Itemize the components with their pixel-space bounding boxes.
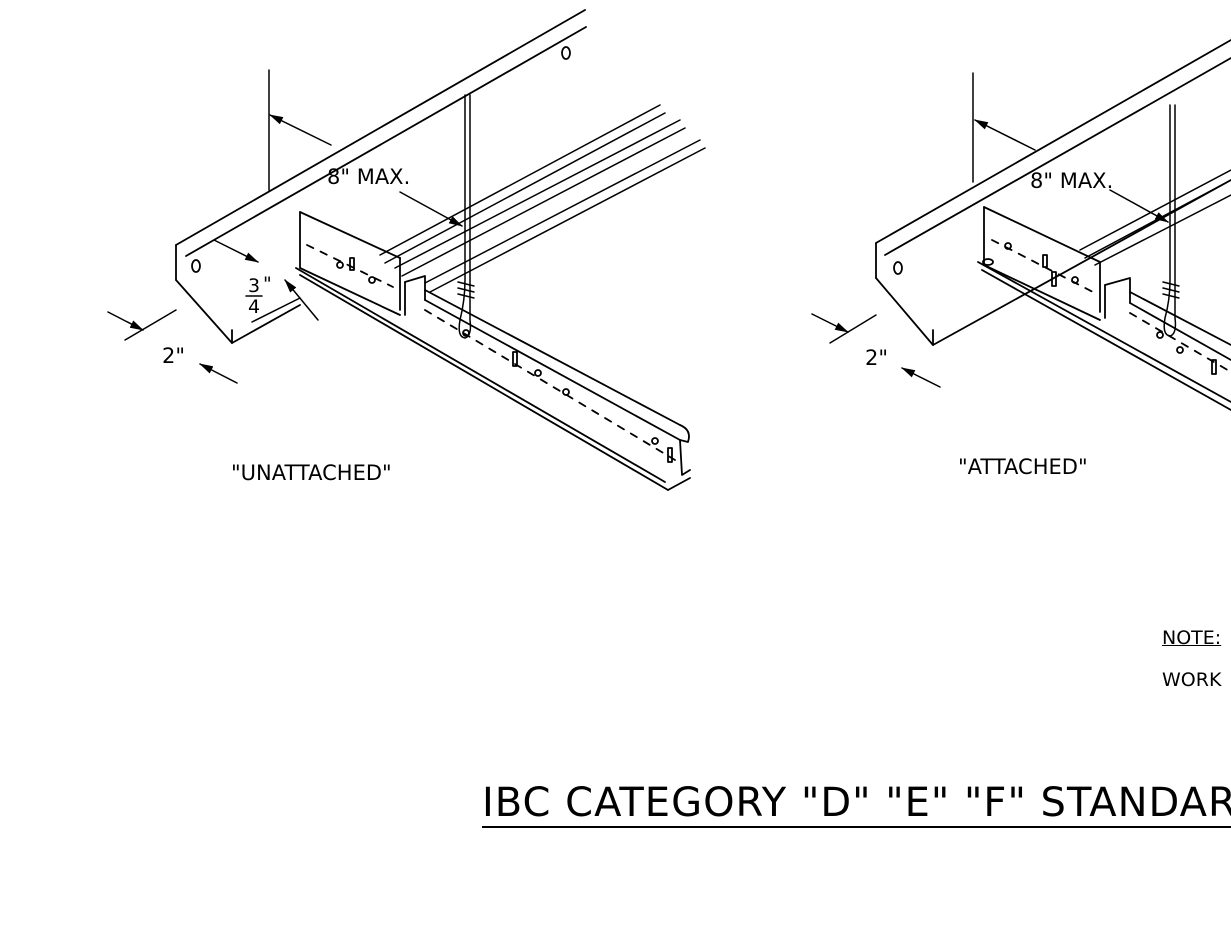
cross-tees-left [379,104,706,293]
main-runner-right [977,206,1231,411]
two-inch-label: 2" [162,344,185,368]
max-dimension-label: 8" MAX. [327,165,410,189]
dimensions-left [107,69,463,384]
hanger-wire-left [457,94,475,339]
main-runner-left [295,211,691,491]
fraction-denominator: 4 [248,296,260,318]
two-inch-label: 2" [865,346,888,370]
fraction-inch-mark: " [263,273,272,295]
attached-detail: 8" MAX. 2" "ATTACHED" [811,39,1231,479]
note-body: WORK [1162,669,1222,691]
max-dimension-label: 8" MAX. [1030,169,1113,193]
unattached-detail: 8" MAX. 3 4 " 2" "UNATTACHED" [107,9,706,491]
wall-angle-right [875,39,1231,346]
dimensions-right [811,72,1169,388]
wall-angle-left [175,9,587,344]
attached-caption: "ATTACHED" [958,455,1088,479]
drawing-title: IBC CATEGORY "D" "E" "F" STANDAR [482,780,1231,828]
note-heading: NOTE: [1162,627,1222,649]
hanger-wire-right [1162,104,1180,337]
unattached-caption: "UNATTACHED" [231,461,392,485]
fraction-numerator: 3 [248,275,260,297]
